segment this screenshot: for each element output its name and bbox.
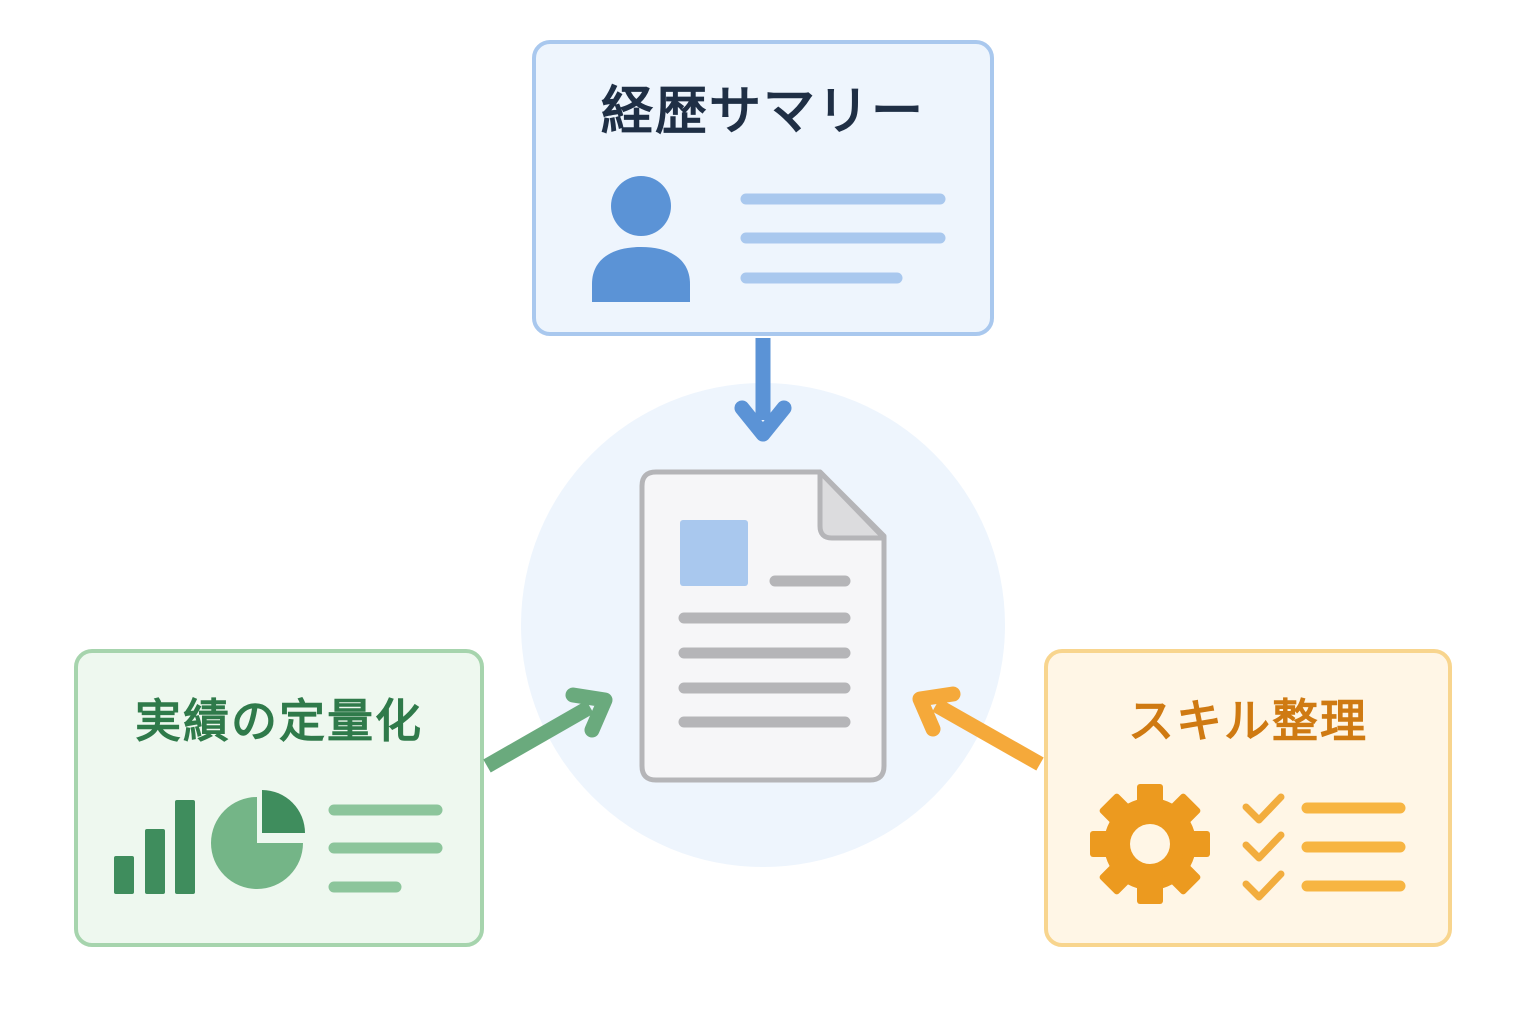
skills-title: スキル整理 [1128,694,1368,748]
arrow-achievements-to-document [483,687,613,773]
person-icon [592,176,690,302]
arrow-summary-to-document [734,338,792,442]
document-icon [639,469,887,783]
achievements-title: 実績の定量化 [135,694,423,748]
gear-icon [1090,784,1210,904]
summary-text-lines [740,193,946,284]
arrow-skills-to-document [912,686,1044,771]
pie-chart-icon [211,790,305,889]
achievements-text-lines [328,804,443,893]
bar-chart-icon [114,800,195,894]
document-photo-placeholder [680,520,748,586]
career-summary-title: 経歴サマリー [600,82,925,142]
skills-text-lines [1301,802,1406,892]
checklist-icon [1242,793,1285,901]
